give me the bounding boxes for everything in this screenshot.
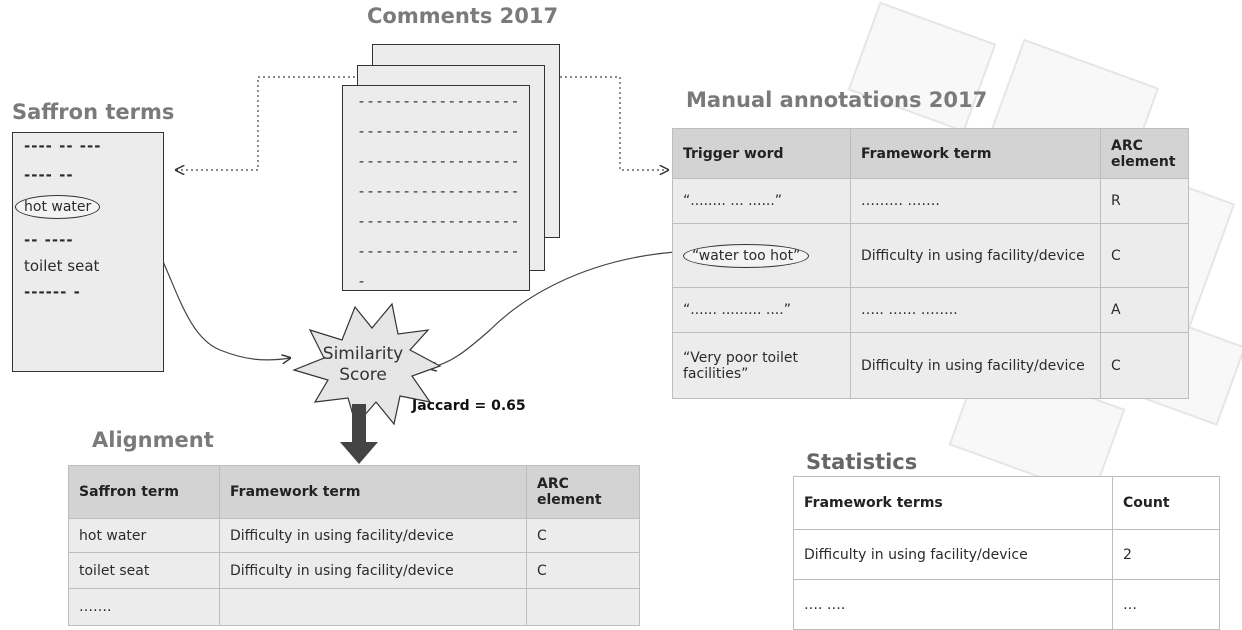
comments-line: ------------------ — [357, 242, 520, 260]
comments-line: ------------------ — [357, 122, 520, 140]
framework-term-cell: Difficulty in using facility/device — [793, 529, 1113, 580]
jaccard-label: Jaccard = 0.65 — [412, 398, 526, 414]
framework-term-cell: …. …. — [793, 579, 1113, 630]
saffron-line: ---- -- — [24, 166, 74, 184]
comments-line: ------------------ — [357, 152, 520, 170]
saffron-term-toilet-seat: toilet seat — [24, 257, 100, 275]
saffron-term-cell: toilet seat — [68, 552, 220, 589]
arc-element-cell: C — [526, 518, 640, 553]
trigger-word-cell: “...... ......... ....” — [672, 287, 851, 333]
dotted-connector-to-saffron — [176, 76, 370, 170]
arc-element-cell — [526, 588, 640, 626]
count-cell: 2 — [1112, 529, 1220, 580]
framework-term-cell — [219, 588, 527, 626]
manual-annotations-table: Trigger word Framework term ARC element … — [672, 128, 1190, 399]
column-header: Saffron term — [68, 465, 220, 519]
table-row: toilet seat Difficulty in using facility… — [68, 552, 640, 589]
column-header: Framework terms — [793, 476, 1113, 530]
manual-annotations-title: Manual annotations 2017 — [686, 88, 988, 112]
comments-line: ------------------ — [357, 92, 520, 110]
framework-term-cell: Difficulty in using facility/device — [219, 518, 527, 553]
trigger-word-oval: “water too hot” — [683, 243, 810, 268]
statistics-table: Framework terms Count Difficulty in usin… — [793, 476, 1220, 630]
table-header-row: Saffron term Framework term ARC element — [68, 465, 640, 519]
column-header: ARC element — [1099, 128, 1190, 179]
framework-term-cell: Difficulty in using facility/device — [849, 332, 1101, 399]
statistics-title: Statistics — [806, 450, 918, 474]
arc-element-cell: C — [1099, 223, 1190, 288]
saffron-title: Saffron terms — [12, 100, 175, 124]
column-header: ARC element — [526, 465, 640, 519]
saffron-line: ---- -- --- — [24, 137, 102, 155]
trigger-word-cell: “Very poor toilet facilities” — [672, 332, 851, 399]
column-header: Trigger word — [672, 128, 851, 179]
comments-line: ------------------ — [357, 182, 520, 200]
dotted-connector-to-annotations — [560, 76, 668, 170]
trigger-word-cell: “water too hot” — [672, 223, 851, 288]
column-header: Framework term — [219, 465, 527, 519]
framework-term-cell: Difficulty in using facility/device — [849, 223, 1101, 288]
saffron-line: -- ---- — [24, 231, 74, 249]
arc-element-cell: R — [1099, 178, 1190, 224]
saffron-document: ---- -- --- ---- -- hot water -- ---- to… — [12, 132, 164, 372]
arc-element-cell: C — [526, 552, 640, 589]
count-cell: … — [1112, 579, 1220, 630]
comments-line: - — [357, 272, 367, 290]
comments-lines: ------------------ ------------------ --… — [343, 86, 529, 296]
similarity-burst — [292, 302, 442, 427]
column-header: Count — [1112, 476, 1220, 530]
saffron-term-label: hot water — [15, 195, 101, 219]
table-header-row: Trigger word Framework term ARC element — [672, 128, 1190, 179]
trigger-word-cell: “........ ... ......” — [672, 178, 851, 224]
table-row: Difficulty in using facility/device 2 — [793, 529, 1220, 580]
saffron-line: ------ - — [24, 283, 81, 301]
arc-element-cell: C — [1099, 332, 1190, 399]
table-row: …. …. … — [793, 579, 1220, 630]
comments-line: ------------------ — [357, 212, 520, 230]
saffron-term-hot-water: hot water — [15, 195, 101, 219]
alignment-title: Alignment — [92, 428, 214, 452]
saffron-term-cell: ……. — [68, 588, 220, 626]
table-header-row: Framework terms Count — [793, 476, 1220, 530]
table-row: “water too hot” Difficulty in using faci… — [672, 223, 1190, 288]
down-arrow-head — [340, 442, 378, 464]
table-row: “........ ... ......” ……… ……. R — [672, 178, 1190, 224]
framework-term-cell: ……… ……. — [849, 178, 1101, 224]
table-row: “...... ......... ....” ….. …… …….. A — [672, 287, 1190, 333]
table-row: ……. — [68, 588, 640, 626]
table-row: hot water Difficulty in using facility/d… — [68, 518, 640, 553]
comments-title: Comments 2017 — [367, 4, 559, 28]
saffron-term-cell: hot water — [68, 518, 220, 553]
framework-term-cell: ….. …… …….. — [849, 287, 1101, 333]
table-row: “Very poor toilet facilities” Difficulty… — [672, 332, 1190, 399]
alignment-table: Saffron term Framework term ARC element … — [68, 465, 640, 626]
similarity-score-label: Similarity Score — [322, 344, 404, 385]
framework-term-cell: Difficulty in using facility/device — [219, 552, 527, 589]
down-arrow-shaft — [352, 404, 366, 444]
comments-page-front: ------------------ ------------------ --… — [342, 85, 530, 291]
curve-water-too-hot-to-score — [428, 251, 676, 368]
column-header: Framework term — [849, 128, 1101, 179]
arc-element-cell: A — [1099, 287, 1190, 333]
